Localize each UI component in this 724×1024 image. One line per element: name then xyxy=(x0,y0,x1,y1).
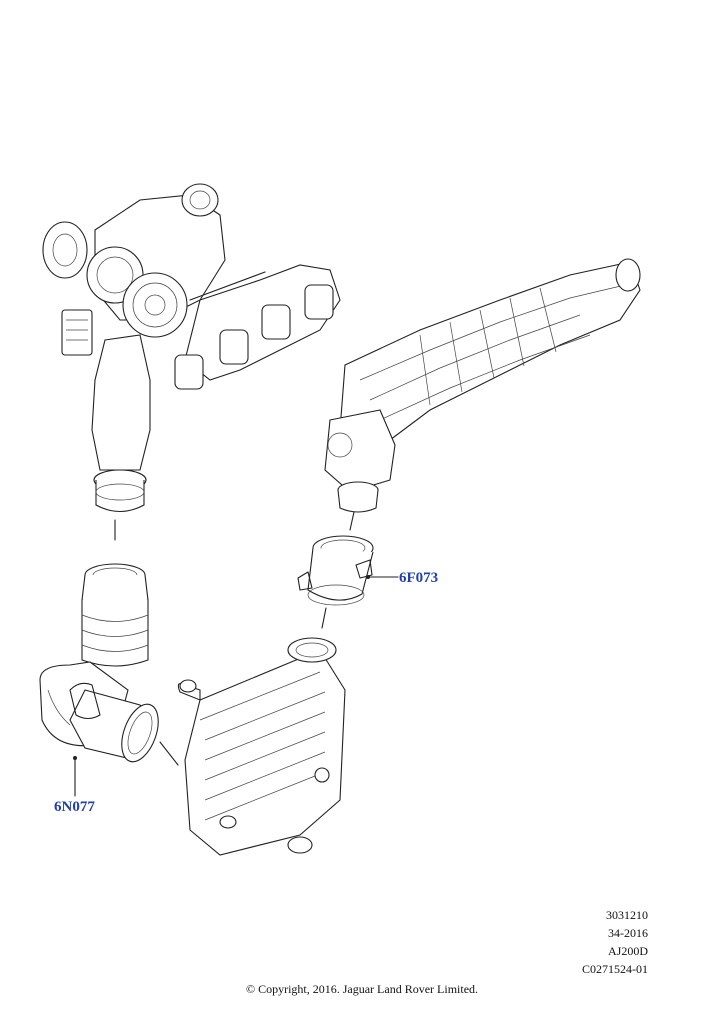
reference-engine: AJ200D xyxy=(607,944,648,958)
copyright-notice: © Copyright, 2016. Jaguar Land Rover Lim… xyxy=(245,982,479,996)
intercooler-assembly xyxy=(159,637,346,856)
reference-illustration-id: C0271524-01 xyxy=(582,962,648,976)
reference-number: 3031210 xyxy=(606,908,648,922)
reference-date: 34-2016 xyxy=(608,926,648,940)
turbocharger-assembly xyxy=(42,183,341,541)
callout-6N077[interactable]: 6N077 xyxy=(54,799,95,815)
callout-6F073[interactable]: 6F073 xyxy=(399,570,439,586)
reference-block: 3031210 34-2016 AJ200D C0271524-01 xyxy=(582,906,648,978)
intake-manifold xyxy=(324,258,641,531)
part-6N077-hose[interactable] xyxy=(39,563,165,797)
part-6F073-coupling[interactable] xyxy=(297,535,399,629)
